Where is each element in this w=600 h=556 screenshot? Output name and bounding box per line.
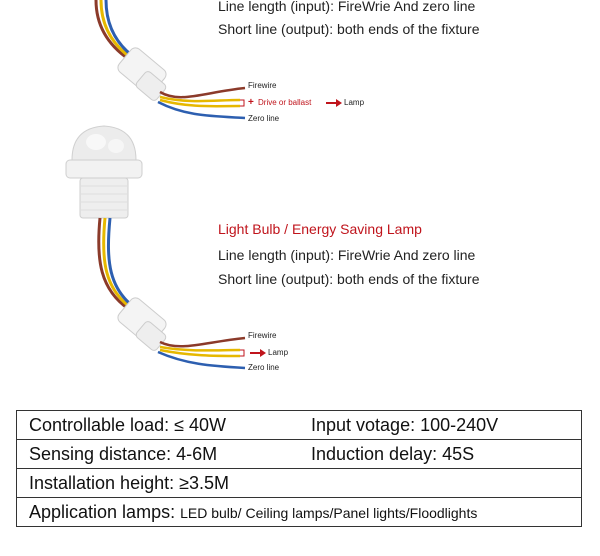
bottom-wire-bundle xyxy=(97,217,139,312)
spec-installation-height: Installation height: ≥3.5M xyxy=(29,473,229,493)
section1-input-line: Line length (input): FireWrie And zero l… xyxy=(218,0,476,14)
spec-application-value: LED bulb/ Ceiling lamps/Panel lights/Flo… xyxy=(180,505,478,521)
top-output-wires xyxy=(157,86,246,120)
arrow-icon-lamp xyxy=(250,349,266,357)
spec-row-4: Application lamps: LED bulb/ Ceiling lam… xyxy=(17,498,581,527)
spec-row-1: Controllable load: ≤ 40W Input votage: 1… xyxy=(17,411,581,440)
section1-zero-label: Zero line xyxy=(248,114,280,123)
spec-induction-delay: Induction delay: 45S xyxy=(311,444,475,464)
section2-firewire-label: Firewire xyxy=(248,331,277,340)
section1-drive-label: Drive or ballast xyxy=(258,98,312,107)
section1-firewire-label: Firewire xyxy=(248,81,277,90)
spec-application: Application lamps: LED bulb/ Ceiling lam… xyxy=(29,502,477,523)
top-connector xyxy=(117,47,167,101)
spec-application-label: Application lamps: xyxy=(29,502,176,522)
spec-row-3: Installation height: ≥3.5M xyxy=(17,469,581,498)
section2-output-line: Short line (output): both ends of the fi… xyxy=(218,271,480,287)
spec-table: Controllable load: ≤ 40W Input votage: 1… xyxy=(16,410,582,527)
section1-output-line: Short line (output): both ends of the fi… xyxy=(218,21,480,37)
bottom-output-wires xyxy=(157,336,246,370)
spec-sensing-distance: Sensing distance: 4-6M xyxy=(29,444,218,464)
bottom-connector xyxy=(117,297,167,351)
section2-lamp-label: Lamp xyxy=(268,348,289,357)
section2-title: Light Bulb / Energy Saving Lamp xyxy=(218,221,422,237)
spec-controllable-load: Controllable load: ≤ 40W xyxy=(29,415,226,435)
section2-zero-label: Zero line xyxy=(248,363,280,372)
arrow-icon-drive-lamp xyxy=(326,99,342,107)
section1-plus-label: + xyxy=(248,97,254,108)
section1-lamp-label: Lamp xyxy=(344,98,365,107)
spec-input-voltage: Input votage: 100-240V xyxy=(311,415,499,435)
pir-sensor-head xyxy=(65,125,143,219)
spec-row-2: Sensing distance: 4-6M Induction delay: … xyxy=(17,440,581,469)
section2-input-line: Line length (input): FireWrie And zero l… xyxy=(218,247,476,263)
